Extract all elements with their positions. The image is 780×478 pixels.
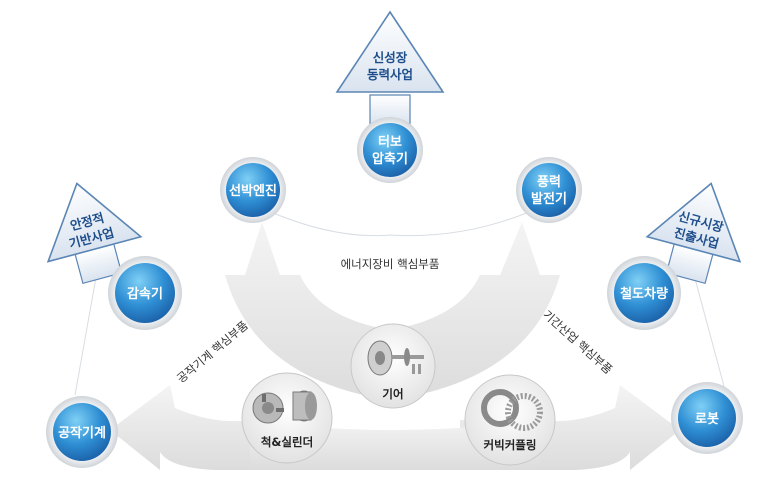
coupling-image [481,389,543,431]
node-reducer: 감속기 [108,256,182,330]
path-label-energy: 에너지장비 핵심부품 [341,257,440,271]
product-gear: 기어 [350,323,436,409]
node-machine-tool: 공작기계 [46,396,118,468]
top-arrow-line2: 동력사업 [367,67,413,82]
node-wind-generator: 풍력 발전기 [516,157,582,223]
chuck-image [252,390,317,424]
node-reducer-label: 감속기 [127,287,163,302]
growth-arrow-right: 신규시장 진출사업 [645,182,742,285]
node-turbo-compressor: 터보 압축기 [357,117,423,183]
node-machine-tool-label: 공작기계 [58,425,106,441]
node-railway-vehicle: 철도차량 [607,256,681,330]
product-coupling-label: 커빅커플링 [484,438,537,452]
top-arrow-line1: 신성장 [373,50,408,65]
path-label-industry: 기간산업 핵심부품 [540,307,615,376]
growth-arrow-top: 신성장 동력사업 [335,10,445,126]
product-curvic-coupling: 커빅커플링 [464,374,556,466]
path-label-machine: 공작기계 핵심부품 [174,318,251,385]
node-ship-engine-label: 선박엔진 [229,183,277,199]
product-chuck-label: 척&실린더 [261,435,313,449]
upper-left-big-arrow [225,222,390,400]
node-railway-label: 철도차량 [620,286,668,302]
node-robot-label: 로봇 [695,412,719,427]
product-chuck-cylinder: 척&실린더 [241,372,333,464]
node-wind-line1: 풍력 [537,175,561,190]
node-wind-line2: 발전기 [531,191,567,207]
node-ship-engine: 선박엔진 [220,157,286,223]
node-turbo-line1: 터보 [378,134,402,150]
gear-image [367,340,424,376]
node-robot: 로봇 [671,382,743,454]
product-gear-label: 기어 [382,387,403,401]
node-turbo-line2: 압축기 [372,151,408,167]
